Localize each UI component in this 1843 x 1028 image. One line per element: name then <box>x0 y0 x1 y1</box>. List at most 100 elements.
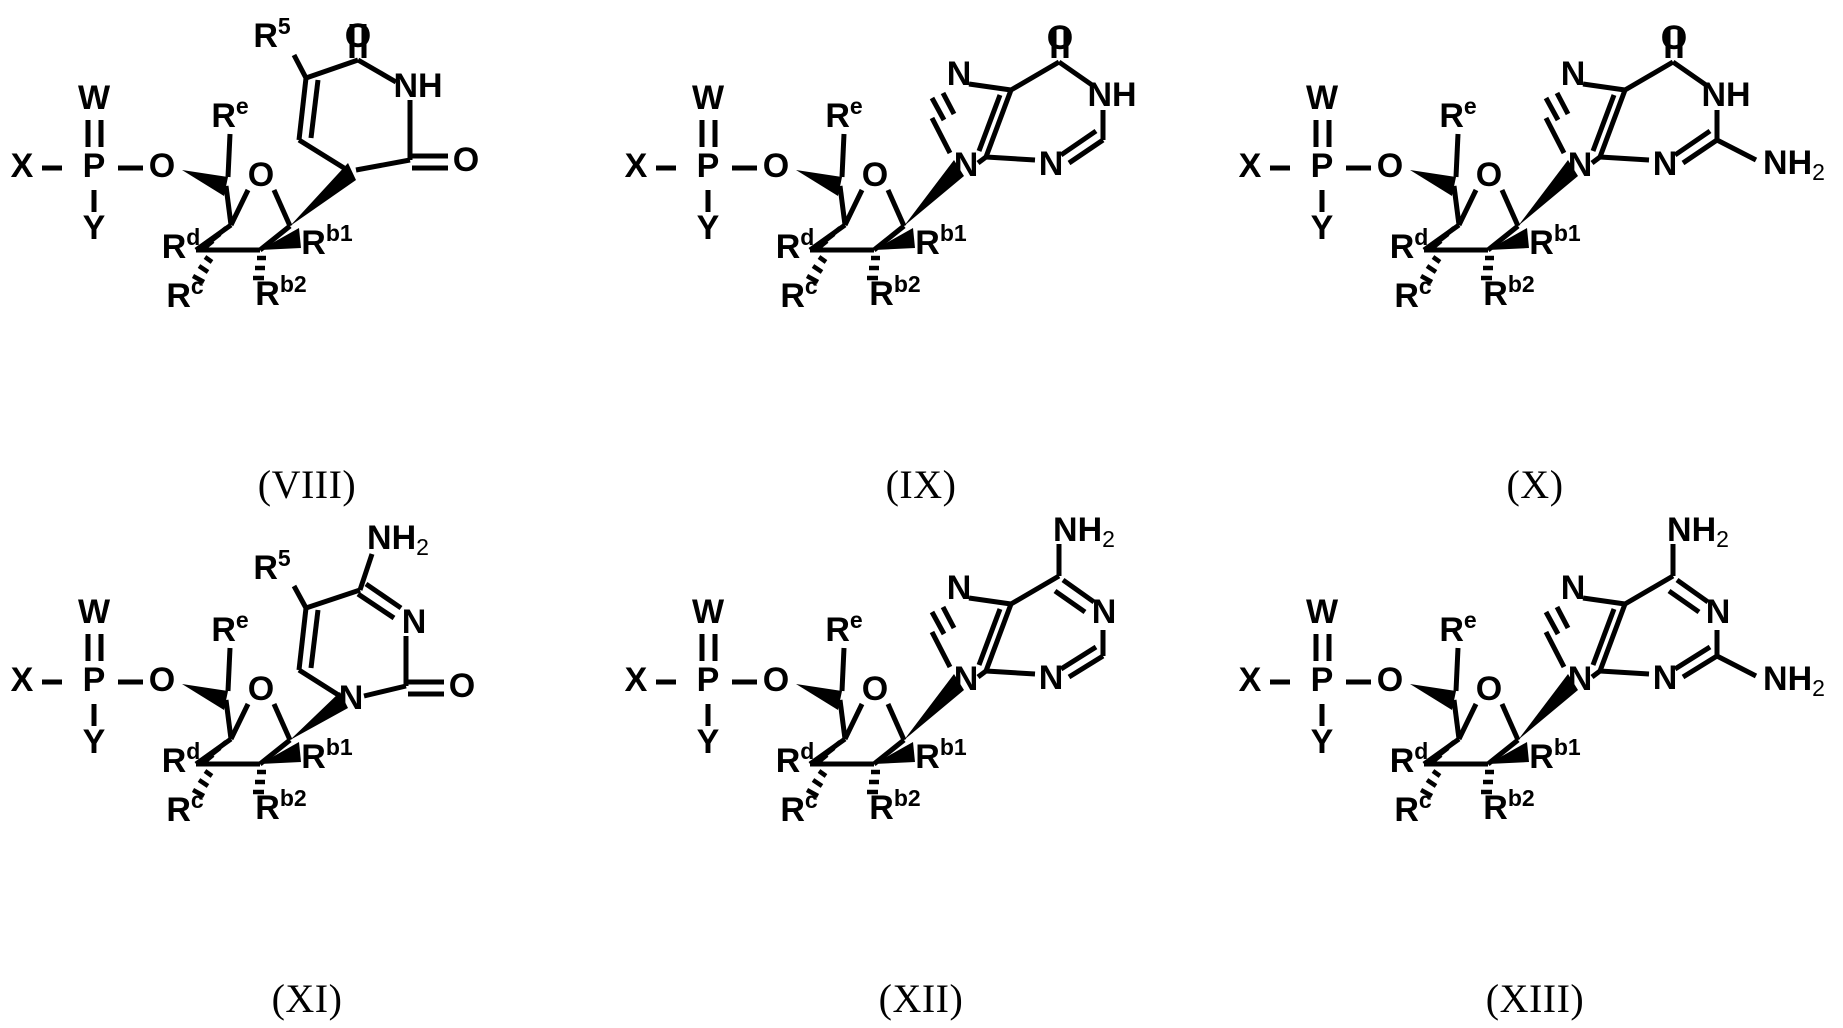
carbonyl-o-side: O <box>453 141 479 179</box>
substituent-re: Re <box>211 607 248 649</box>
bond-c5-c6 <box>1623 59 1675 93</box>
substituent-re: Re <box>1439 607 1476 649</box>
w-label: W <box>1306 79 1339 117</box>
w-label: W <box>1306 593 1339 631</box>
substituent-rd: Rd <box>776 224 815 266</box>
substituent-rc: Rc <box>1394 273 1432 315</box>
ring-nh-label: NH <box>1087 76 1136 114</box>
bond-c6-n1-b <box>1667 588 1701 615</box>
wedge-o-to-c5 <box>1410 170 1456 196</box>
substituent-rc: Rc <box>166 787 204 829</box>
y-label: Y <box>83 723 106 761</box>
ribose-ring-xiii: O Re Rd Rc <box>1390 607 1581 829</box>
hash-c3-rc <box>1419 769 1442 798</box>
ring-oxygen-label: O <box>248 670 274 708</box>
carbonyl-o-top: O <box>1047 19 1073 57</box>
phosphorus-label: P <box>83 661 106 699</box>
bond-c5-c4 <box>1451 699 1462 740</box>
bond-c4-n9 <box>1590 669 1602 679</box>
bond-c4-nh2 <box>357 553 375 591</box>
y-label: Y <box>697 723 720 761</box>
phosphorus-label: P <box>1311 147 1334 185</box>
bond-c2-c1 <box>258 738 292 766</box>
ring-oxygen-label: O <box>1476 670 1502 708</box>
bond-c1-oring <box>1499 188 1521 228</box>
bond-c1-oring <box>271 702 293 742</box>
imidazole-n7-label: N <box>947 569 972 607</box>
hash-c2-rb2 <box>1481 255 1494 281</box>
substituent-rb2: Rb2 <box>1483 271 1534 313</box>
phosphate-group-xii: P W X Y O <box>625 593 790 761</box>
w-label: W <box>692 79 725 117</box>
phosphorus-label: P <box>697 661 720 699</box>
bond-c5-c4 <box>837 185 848 226</box>
substituent-rb1: Rb1 <box>301 220 353 262</box>
bond-n7-c5 <box>968 595 1012 607</box>
base-hypoxanthine-ix: O NH N N N <box>904 19 1137 226</box>
o-linker-label: O <box>763 147 789 185</box>
bond-c5-c6 <box>1009 59 1061 93</box>
ribose-ring-ix: O Re Rd Rc <box>776 93 967 315</box>
bond-c2-n3-b <box>1059 644 1098 672</box>
bond-c2-c1 <box>258 224 292 252</box>
substituent-rb1: Rb1 <box>915 220 967 262</box>
substituent-re: Re <box>825 607 862 649</box>
bond-c2-n3-a <box>1681 653 1719 680</box>
bond-c2-n3-a <box>1067 653 1105 680</box>
y-label: Y <box>83 209 106 247</box>
formula-label-xii: (XII) <box>878 976 964 1021</box>
bond-c5-re <box>1453 647 1461 692</box>
bond-n9-c8 <box>929 116 953 155</box>
wedge-c1-n9 <box>904 674 964 740</box>
wedge-c1-n9 <box>1518 674 1578 740</box>
base-cytosine-xi: NH2 N N O R5 <box>253 519 475 740</box>
bond-c5-c4 <box>223 699 234 740</box>
wedge-c2-rb1 <box>1488 742 1529 764</box>
bond-c5-c4-a <box>1597 89 1628 158</box>
imidazole-n9-label: N <box>954 660 979 698</box>
substituent-rd: Rd <box>1390 224 1429 266</box>
bond-c4-n9 <box>976 155 988 165</box>
ribose-ring-x: O Re Rd Rc <box>1390 93 1581 315</box>
bond-n7-c5 <box>968 81 1012 93</box>
bond-c1-oring <box>885 188 907 228</box>
bond-c5-c4-a <box>1597 603 1628 672</box>
substituent-re: Re <box>211 93 248 135</box>
bond-c8-n7-b <box>940 605 957 630</box>
wedge-o-to-c5 <box>796 684 842 710</box>
hash-c2-rb2 <box>867 255 880 281</box>
bond-n3-c4 <box>356 57 398 85</box>
hash-c2-rb2 <box>253 769 266 795</box>
structure-xii: P W X Y O O <box>614 514 1228 1028</box>
bond-c2-n3-b <box>1673 128 1712 158</box>
y-label: Y <box>697 209 720 247</box>
structure-ix: P W X Y O O <box>614 0 1228 514</box>
bond-c2-n3-a <box>1681 137 1719 166</box>
amine-c2-label: NH2 <box>1763 144 1825 185</box>
imidazole-n9-label: N <box>1568 146 1593 184</box>
phosphorus-label: P <box>83 147 106 185</box>
carbonyl-o-side: O <box>449 667 475 705</box>
bond-c5-c6-b <box>308 609 321 669</box>
bond-c4-c5 <box>305 57 359 81</box>
bond-c2-c1 <box>1486 224 1520 252</box>
o-linker-label: O <box>149 147 175 185</box>
bond-c5-c6 <box>1623 573 1675 607</box>
phosphate-group-x: P W X Y O <box>1239 79 1404 247</box>
ribose-ring-xi: O Re Rd Rc <box>162 607 353 829</box>
bond-c8-n7-a <box>929 610 947 636</box>
bond-c2-nh2 <box>1715 653 1758 679</box>
o-linker-label: O <box>763 661 789 699</box>
bond-c1-oring <box>1499 702 1521 742</box>
structure-viii: P W X Y O O <box>0 0 614 514</box>
phosphate-group-xiii: P W X Y O <box>1239 593 1404 761</box>
formula-label-ix: (IX) <box>885 462 957 507</box>
bond-c5-c4-b <box>976 94 1003 152</box>
bond-c8-n7-a <box>929 96 947 122</box>
base-uracil-viii: O O NH R5 <box>253 13 479 226</box>
bond-c8-n7-b <box>940 91 957 116</box>
substituent-rb1: Rb1 <box>1529 734 1581 776</box>
bond-n1-c2 <box>363 683 407 699</box>
base-diaminopurine-xiii: NH2 N N N N NH2 <box>1518 514 1825 740</box>
